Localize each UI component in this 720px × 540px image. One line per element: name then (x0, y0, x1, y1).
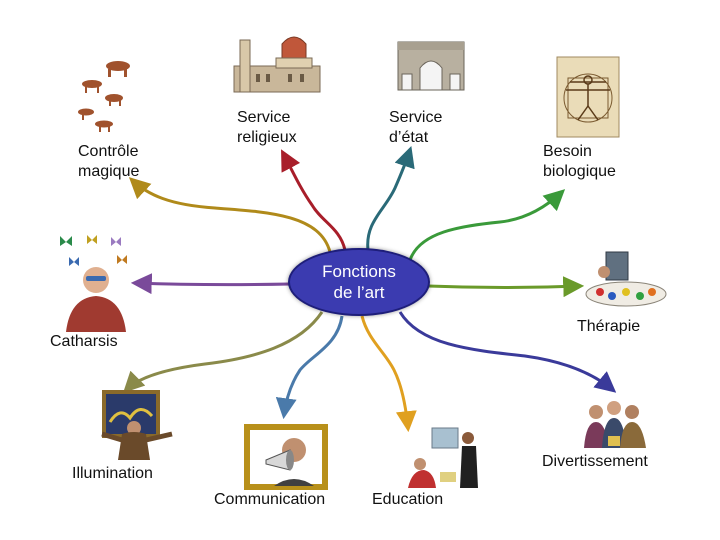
vitruvian-man-icon (556, 56, 620, 138)
link-religieux (281, 149, 347, 251)
children-painting-icon (408, 427, 478, 488)
triumphal-arch-icon (397, 41, 465, 91)
cathedral-icon (233, 36, 321, 93)
link-communication (275, 315, 344, 420)
laughing-friends-icon (584, 401, 646, 448)
man-with-butterflies-icon (60, 235, 127, 332)
label-etat-line2: d’état (389, 129, 429, 146)
label-controle-magique: Contrôle magique (78, 142, 139, 182)
megaphone-frame-icon (244, 424, 328, 490)
label-communication: Communication (214, 491, 326, 508)
link-education (360, 315, 417, 433)
label-education: Education (372, 491, 444, 508)
link-etat (366, 146, 415, 251)
link-catharsis (130, 273, 291, 295)
man-in-frame-icon (101, 390, 173, 460)
label-besoin-biologique: Besoin biologique (543, 142, 616, 182)
central-node-line2: de l’art (333, 283, 385, 302)
label-therapie: Thérapie (577, 318, 641, 335)
label-divertissement: Divertissement (542, 453, 648, 470)
link-biologique (408, 189, 566, 261)
label-etat-line1: Service (389, 109, 443, 126)
link-divertissement (398, 311, 617, 393)
label-catharsis: Catharsis (50, 333, 118, 350)
label-religieux-line2: religieux (237, 129, 297, 146)
central-node-line1: Fonctions (322, 262, 396, 281)
label-religieux-line1: Service (237, 109, 291, 126)
central-node: Fonctions de l’art (288, 248, 430, 316)
cave-painting-icon (78, 61, 130, 132)
label-controle-line2: magique (78, 163, 140, 180)
label-service-etat: Service d’état (389, 108, 442, 148)
label-biologique-line2: biologique (543, 163, 616, 180)
link-illumination (123, 311, 324, 393)
link-therapie (427, 276, 585, 298)
label-biologique-line1: Besoin (543, 143, 592, 160)
label-service-religieux: Service religieux (237, 108, 297, 148)
label-controle-line1: Contrôle (78, 143, 139, 160)
label-illumination: Illumination (72, 465, 153, 482)
painting-palette-icon (585, 251, 667, 307)
link-controle (128, 177, 332, 253)
